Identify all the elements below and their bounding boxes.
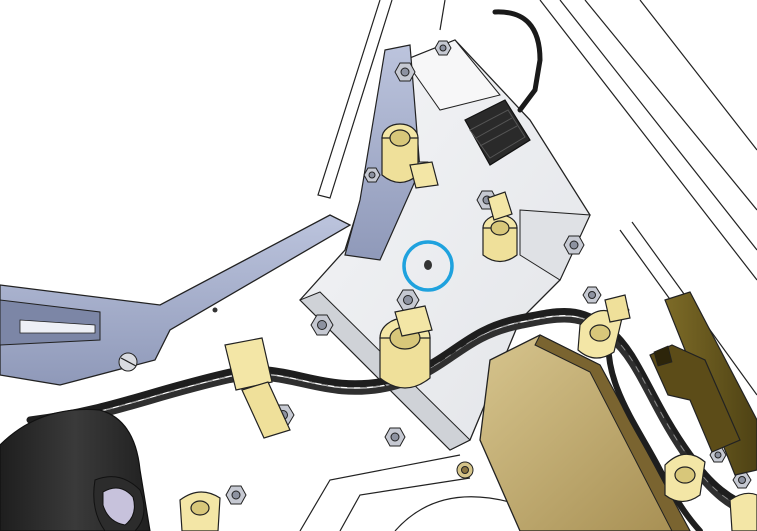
frame-edge-diagonal-4 (639, 0, 757, 151)
cable-clamp (224, 337, 291, 439)
frame-edge-diagonal-3 (584, 0, 757, 211)
housing-frame (299, 0, 757, 531)
guide-rail (649, 291, 757, 476)
bracket-hole (212, 307, 218, 313)
hex-nut (363, 167, 381, 183)
motor-housing (0, 408, 151, 531)
hex-nut (732, 471, 752, 489)
cable-clamp (577, 294, 631, 359)
frame-edge-diagonal-2 (559, 0, 757, 251)
frame-edge-bottom-2 (339, 477, 471, 531)
hex-nut (582, 286, 602, 304)
motor-lens (102, 487, 135, 526)
cable-clamp (729, 492, 757, 531)
hex-nut (310, 314, 334, 336)
twisted-cable (26, 307, 757, 531)
callout-circle (402, 240, 454, 292)
frame-edge-bottom (299, 454, 461, 531)
connector-assembly (464, 9, 543, 166)
frame-edge-left (317, 0, 393, 199)
hex-nut (394, 62, 416, 82)
cable-clamp (381, 123, 439, 189)
cable-clamp (482, 191, 518, 263)
hex-nut (456, 461, 474, 479)
cable-clamp (379, 305, 433, 389)
hex-nut (434, 40, 452, 56)
mounting-hole (424, 260, 432, 270)
hex-nut (225, 485, 247, 505)
power-cord (492, 9, 543, 113)
cable-clamps (179, 123, 757, 531)
cable-clamp (179, 491, 221, 531)
circuit-board (479, 334, 691, 531)
cable-clamp (664, 453, 706, 503)
connector (464, 99, 531, 166)
frame-edge-diagonal-1 (539, 0, 757, 281)
frame-edge-top (439, 0, 446, 31)
hex-nut (563, 235, 585, 255)
hex-nut (384, 427, 406, 447)
